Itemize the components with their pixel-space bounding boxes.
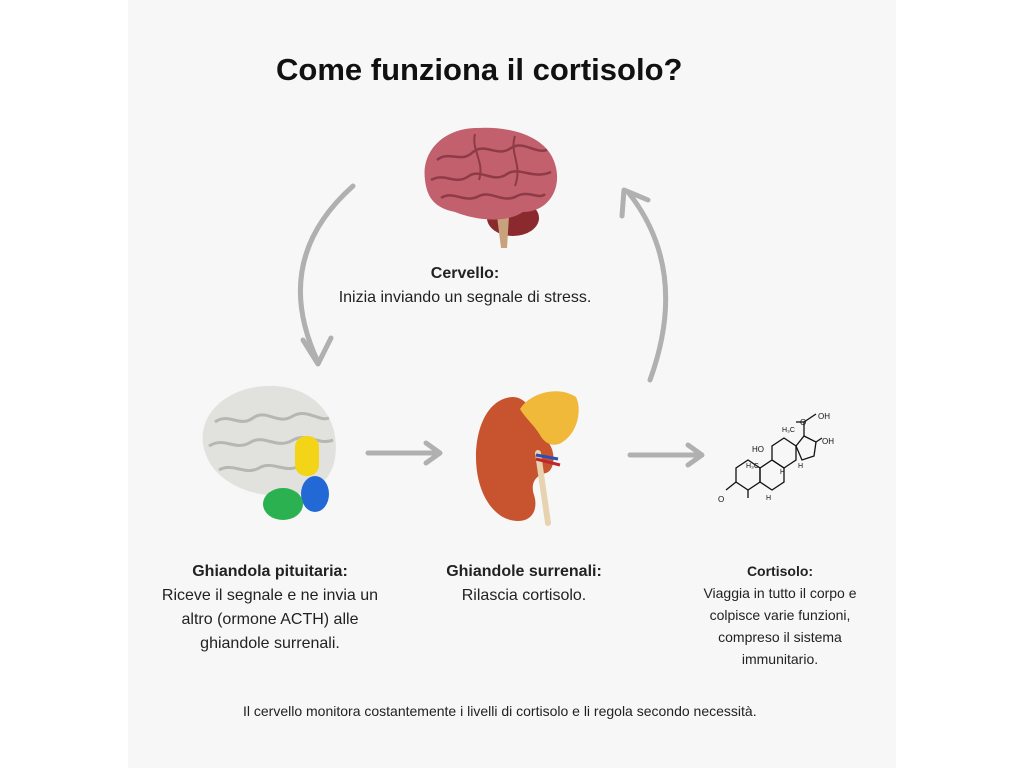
diagram-background bbox=[128, 0, 896, 768]
footer-note: Il cervello monitora costantemente i liv… bbox=[243, 703, 757, 719]
brain-step-label: Cervello: Inizia inviando un segnale di … bbox=[330, 262, 600, 310]
brain-step-text: Inizia inviando un segnale di stress. bbox=[338, 289, 592, 306]
molecule-label-oh-side: OH bbox=[822, 437, 834, 446]
adrenal-step-label: Ghiandole surrenali: Rilascia cortisolo. bbox=[424, 560, 624, 608]
pituitary-step-label: Ghiandola pituitaria: Riceve il segnale … bbox=[150, 560, 390, 656]
cortisol-step-text: Viaggia in tutto il corpo e colpisce var… bbox=[703, 585, 857, 667]
pituitary-step-heading: Ghiandola pituitaria: bbox=[192, 563, 348, 580]
molecule-label-h2: H bbox=[766, 495, 771, 502]
molecule-label-h3: H bbox=[798, 463, 803, 470]
pituitary-step-text: Riceve il segnale e ne invia un altro (o… bbox=[161, 587, 379, 652]
arrow-adrenal-to-cortisol-head bbox=[685, 442, 705, 468]
molecule-label-h1: H bbox=[780, 469, 785, 476]
brain-icon bbox=[424, 127, 558, 248]
cortisol-molecule-icon: OH OH HO H₃C H₃C H H H O O bbox=[718, 412, 834, 504]
adrenal-step-heading: Ghiandole surrenali: bbox=[446, 563, 602, 580]
arrow-pituitary-to-adrenal-head bbox=[423, 440, 443, 466]
arrow-cortisol-to-brain bbox=[625, 189, 669, 383]
molecule-label-h3c-a: H₃C bbox=[782, 427, 795, 434]
kidney-adrenal-icon bbox=[476, 391, 579, 526]
cortisol-step-heading: Cortisolo: bbox=[746, 563, 814, 579]
molecule-label-o-keto: O bbox=[718, 495, 724, 504]
brain-step-heading: Cervello: bbox=[430, 265, 500, 282]
molecule-label-oh-top: OH bbox=[818, 412, 830, 421]
arrow-brain-to-pituitary bbox=[298, 183, 356, 365]
molecule-label-ho: HO bbox=[752, 445, 764, 454]
molecule-label-h3c-b: H₃C bbox=[746, 463, 759, 470]
pituitary-gland-icon bbox=[202, 385, 336, 520]
arrow-cortisol-to-brain-head bbox=[619, 187, 651, 219]
page-title: Come funziona il cortisolo? bbox=[276, 52, 683, 87]
cortisol-step-label: Cortisolo: Viaggia in tutto il corpo e c… bbox=[680, 560, 880, 670]
arrow-brain-to-pituitary-head bbox=[300, 335, 334, 367]
adrenal-step-text: Rilascia cortisolo. bbox=[461, 587, 587, 604]
molecule-label-o-ring: O bbox=[800, 418, 806, 427]
